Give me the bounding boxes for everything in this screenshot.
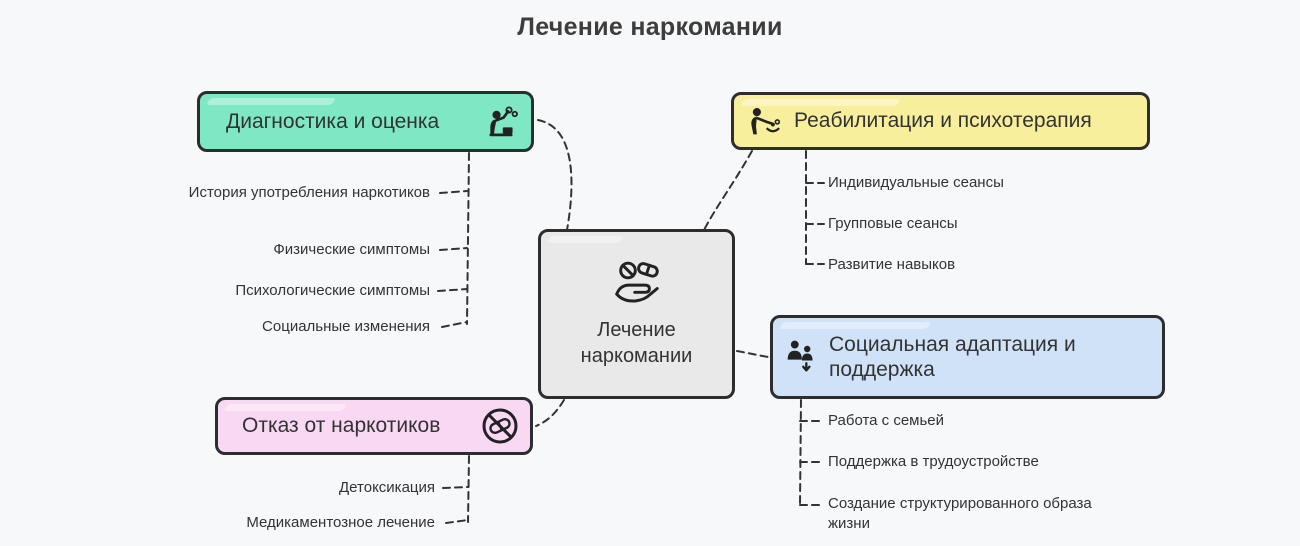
page-title: Лечение наркомании <box>517 13 783 41</box>
leaf-social-2: Создание структурированного образа жизни <box>828 495 1092 532</box>
leaf-rehab-1: Групповые сеансы <box>828 215 958 232</box>
people-support-icon <box>785 338 817 376</box>
leaf-diagnosis-0: История употребления наркотиков <box>188 184 430 201</box>
hand-pills-icon <box>610 259 664 309</box>
leaf-diagnosis-3: Социальные изменения <box>262 318 430 335</box>
leaf-diagnosis-1: Физические симптомы <box>273 241 430 258</box>
center-label: Лечение наркомании <box>580 319 693 367</box>
leaf-refusal-1: Медикаментозное лечение <box>246 514 435 531</box>
node-social: Социальная адаптация и поддержка <box>770 315 1165 399</box>
node-diagnosis: Диагностика и оценка <box>197 91 534 152</box>
no-drugs-icon <box>480 406 520 446</box>
node-center: Лечение наркомании <box>538 229 735 399</box>
leaf-social-0: Работа с семьей <box>828 412 945 429</box>
node-refusal: Отказ от наркотиков <box>215 397 533 455</box>
leaf-diagnosis-2: Психологические симптомы <box>235 282 430 299</box>
node-refusal-label: Отказ от наркотиков <box>242 414 441 438</box>
node-rehab: Реабилитация и психотерапия <box>731 92 1150 150</box>
person-care-icon <box>746 105 782 137</box>
node-rehab-label: Реабилитация и психотерапия <box>794 109 1092 133</box>
leaf-rehab-0: Индивидуальные сеансы <box>828 174 1004 191</box>
leaf-social-1: Поддержка в трудоустройстве <box>828 453 1039 470</box>
leaf-rehab-2: Развитие навыков <box>828 256 956 273</box>
node-social-label: Социальная адаптация и поддержка <box>829 332 1076 381</box>
person-desk-icon <box>483 105 519 138</box>
node-diagnosis-label: Диагностика и оценка <box>226 109 440 133</box>
leaf-refusal-0: Детоксикация <box>339 479 435 496</box>
